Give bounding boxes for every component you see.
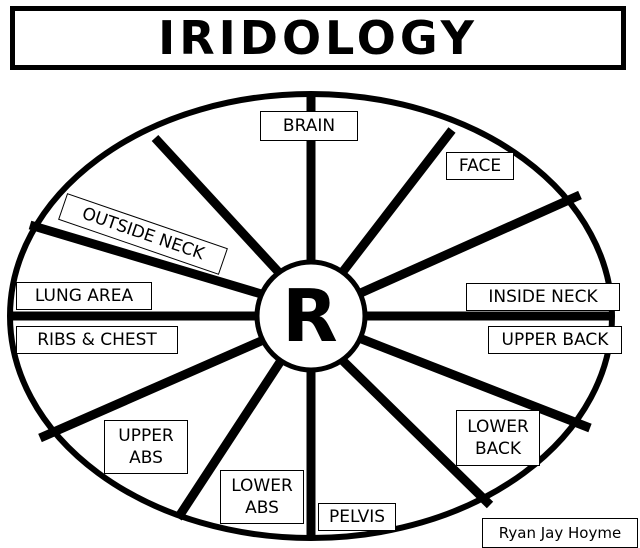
spoke-left-upper bbox=[28, 220, 270, 301]
pupil-circle bbox=[254, 259, 368, 373]
spoke-upper-left bbox=[151, 134, 288, 282]
spoke-lower-left bbox=[174, 353, 288, 521]
page-title: IRIDOLOGY bbox=[158, 11, 478, 65]
label-lower-back: LOWER BACK bbox=[456, 410, 540, 466]
title-banner: IRIDOLOGY bbox=[10, 6, 626, 70]
label-pelvis: PELVIS bbox=[318, 503, 396, 531]
label-inside-neck: INSIDE NECK bbox=[466, 283, 620, 311]
spokes bbox=[10, 96, 612, 538]
label-face: FACE bbox=[446, 152, 514, 180]
spoke-lower-right bbox=[334, 352, 494, 509]
spoke-right-lower bbox=[352, 331, 592, 433]
label-upper-back: UPPER BACK bbox=[488, 326, 622, 354]
center-letter: R bbox=[282, 274, 338, 358]
label-upper-abs: UPPER ABS bbox=[104, 420, 188, 474]
label-brain: BRAIN bbox=[260, 111, 358, 141]
spoke-left-lower bbox=[38, 333, 270, 443]
label-lower-abs: LOWER ABS bbox=[220, 470, 304, 524]
spoke-right-upper bbox=[352, 190, 582, 301]
spoke-upper-right bbox=[334, 127, 456, 281]
label-ribs-chest: RIBS & CHEST bbox=[16, 326, 178, 354]
label-lung-area: LUNG AREA bbox=[16, 282, 152, 310]
credit-label: Ryan Jay Hoyme bbox=[482, 518, 638, 548]
